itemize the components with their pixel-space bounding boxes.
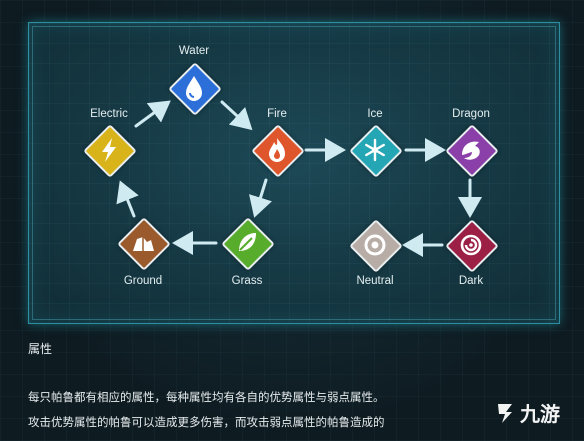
water-label: Water — [178, 45, 210, 57]
watermark-text: 九游 — [520, 402, 560, 426]
arrow-water-fire — [220, 100, 253, 131]
section-title: 属性 — [28, 342, 53, 356]
ground-node[interactable] — [117, 217, 171, 271]
ring-icon — [364, 234, 386, 256]
snowflake-icon — [365, 138, 385, 162]
ground-label: Ground — [123, 275, 163, 287]
leaf-icon — [239, 233, 256, 251]
fire-node[interactable] — [251, 124, 305, 178]
water-drop-icon — [186, 76, 202, 101]
neutral-node[interactable] — [349, 219, 403, 273]
dragon-node[interactable] — [445, 124, 499, 178]
arrow-electric-water — [134, 100, 171, 128]
arrow-ground-electric — [116, 180, 139, 218]
ice-node[interactable] — [349, 124, 403, 178]
electric-label: Electric — [90, 108, 128, 120]
watermark-logo-icon — [498, 403, 512, 423]
dragon-icon — [462, 141, 480, 160]
arrow-fire-grass — [249, 178, 272, 218]
neutral-label: Neutral — [356, 275, 394, 287]
swirl-icon — [460, 234, 482, 256]
rock-icon — [133, 237, 154, 251]
water-node[interactable] — [168, 62, 222, 116]
electric-node[interactable] — [83, 124, 137, 178]
lightning-icon — [102, 138, 116, 162]
description-line-2: 攻击优势属性的帕鲁可以造成更多伤害，而攻击弱点属性的帕鲁造成的 — [28, 415, 385, 429]
dark-node[interactable] — [445, 219, 499, 273]
watermark: 九游 — [492, 398, 560, 427]
grass-label: Grass — [231, 275, 263, 287]
grass-node[interactable] — [221, 217, 275, 271]
dragon-label: Dragon — [452, 108, 490, 120]
description-line-1: 每只帕鲁都有相应的属性，每种属性均有各自的优势属性与弱点属性。 — [28, 390, 385, 404]
flame-icon — [269, 138, 285, 162]
ice-label: Ice — [367, 108, 383, 120]
fire-label: Fire — [267, 108, 287, 120]
dark-label: Dark — [458, 275, 484, 287]
